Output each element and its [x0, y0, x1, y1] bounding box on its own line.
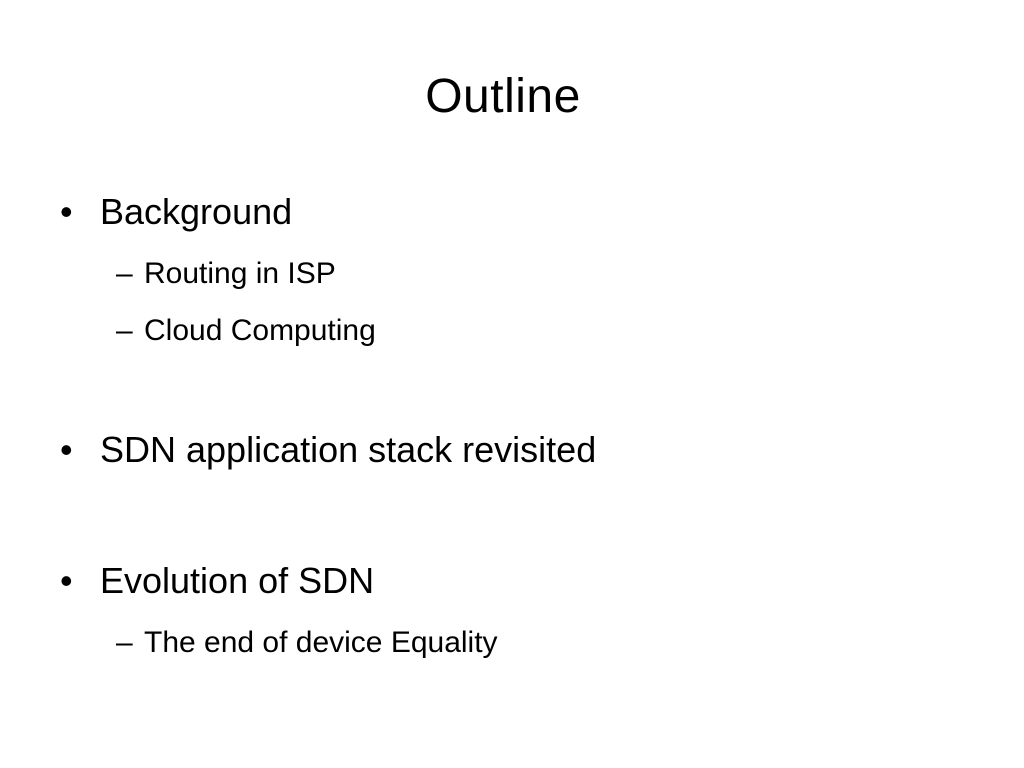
sub-item-routing-in-isp: –Routing in ISP: [116, 255, 336, 293]
dash-marker: –: [116, 314, 133, 347]
bullet-marker: •: [60, 429, 73, 470]
bullet-label: Evolution of SDN: [100, 560, 375, 601]
dash-marker: –: [116, 257, 133, 290]
bullet-marker: •: [60, 560, 73, 601]
slide-body: •Background –Routing in ISP –Cloud Compu…: [60, 0, 960, 768]
bullet-label: Background: [100, 191, 293, 232]
bullet-label: SDN application stack revisited: [100, 429, 597, 470]
bullet-item-background: • Background: [60, 190, 292, 234]
bullet-item-sdn-application-stack: • SDN application stack revisited: [60, 428, 596, 472]
sub-item-label: Routing in ISP: [144, 257, 336, 290]
sub-item-label: Cloud Computing: [144, 314, 376, 347]
dash-marker: –: [116, 626, 133, 659]
sub-item-cloud-computing: –Cloud Computing: [116, 312, 376, 350]
slide-title: Outline: [425, 70, 581, 123]
bullet-marker: •: [60, 191, 73, 232]
sub-item-end-of-device-equality: –The end of device Equality: [116, 624, 498, 662]
bullet-item-evolution-of-sdn: • Evolution of SDN: [60, 559, 374, 603]
sub-item-label: The end of device Equality: [144, 626, 498, 659]
